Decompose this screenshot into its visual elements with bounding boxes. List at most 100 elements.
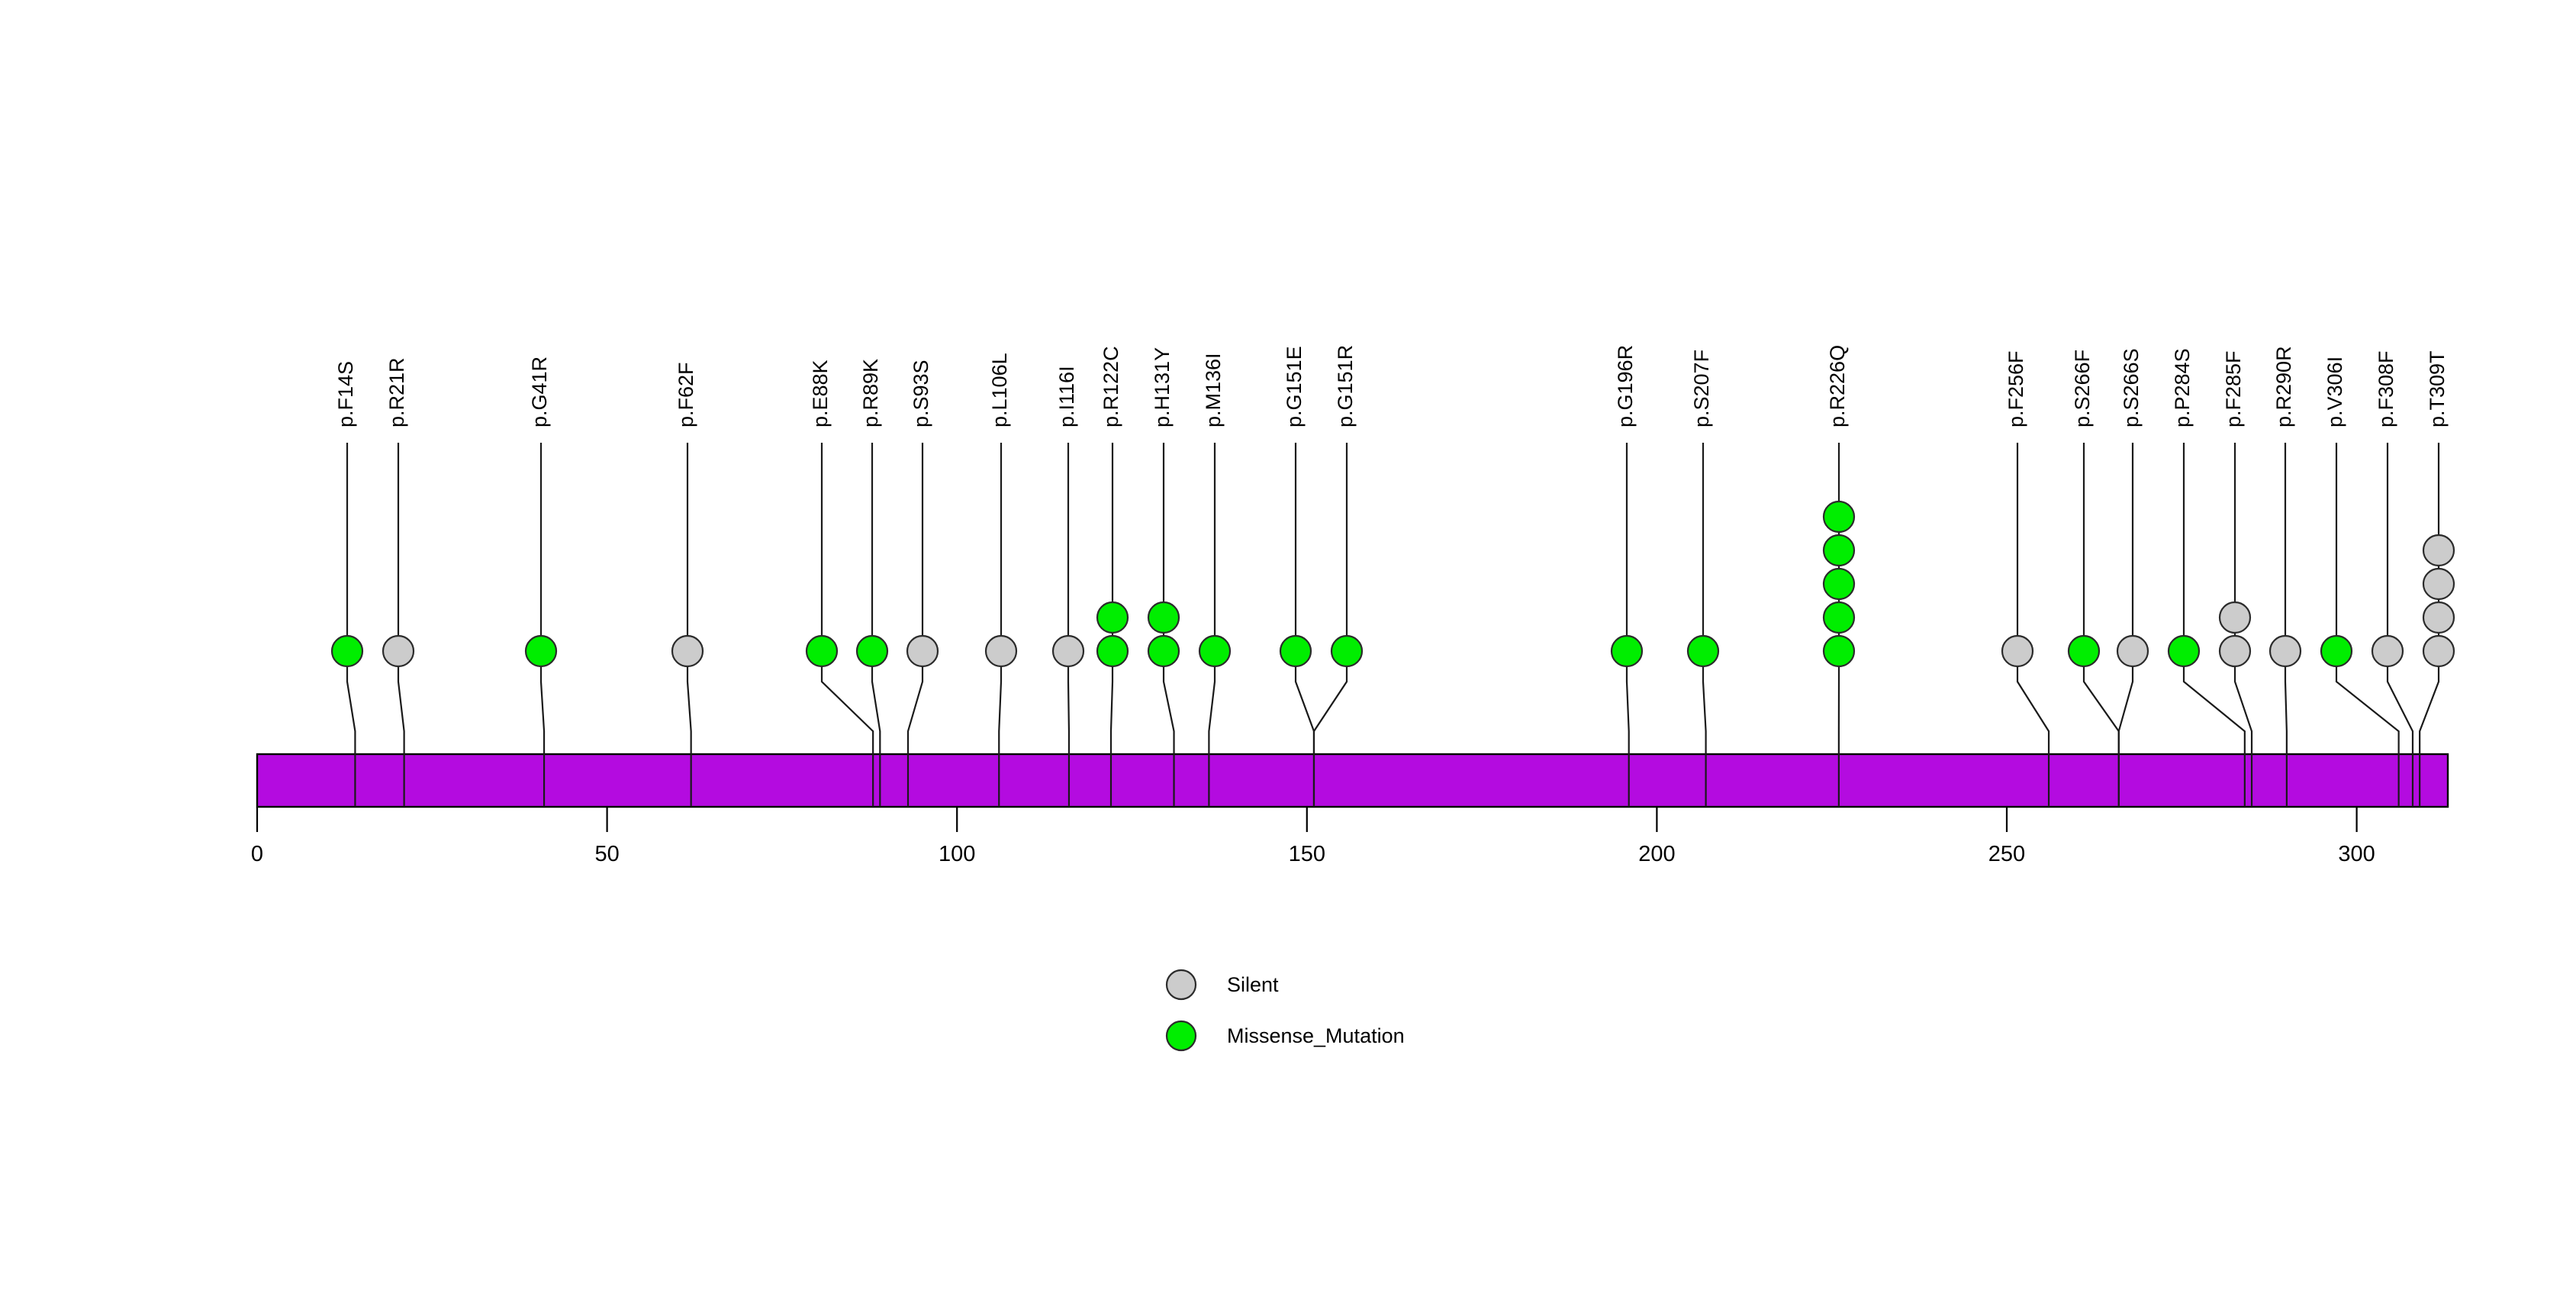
mutation-label: p.R21R — [385, 357, 408, 427]
lollipop-stem — [2117, 443, 2134, 807]
lollipop-stem — [998, 443, 1003, 807]
lollipop-dot[interactable] — [805, 634, 839, 668]
lollipop-dot[interactable] — [1610, 634, 1644, 668]
lollipop-stem — [1625, 443, 1630, 807]
legend-swatch[interactable] — [1165, 1020, 1197, 1052]
lollipop-dot[interactable] — [906, 634, 939, 668]
mutation-label: p.V306I — [2323, 356, 2346, 427]
lollipop-dot[interactable] — [1147, 601, 1180, 634]
mutation-label: p.T309T — [2426, 350, 2449, 427]
lollipop-dot[interactable] — [1686, 634, 1720, 668]
axis-tick-label: 100 — [939, 842, 975, 866]
mutation-label: p.R122C — [1100, 346, 1122, 427]
lollipop-dot[interactable] — [1051, 634, 1085, 668]
mutation-label: p.E88K — [809, 360, 832, 427]
lollipop-dot[interactable] — [2422, 634, 2455, 668]
lollipop-dot[interactable] — [2320, 634, 2353, 668]
lollipop-stem — [539, 443, 546, 807]
mutation-label: p.R89K — [859, 359, 882, 427]
lollipop-dot[interactable] — [2167, 634, 2201, 668]
lollipop-dot[interactable] — [524, 634, 558, 668]
lollipop-stem — [2335, 443, 2400, 807]
mutation-label: p.M136I — [1202, 353, 1225, 427]
lollipop-stem — [2082, 443, 2120, 807]
lollipop-dot[interactable] — [855, 634, 889, 668]
lollipop-stem — [2233, 443, 2253, 807]
lollipop-stem — [871, 443, 881, 807]
lollipop-dot[interactable] — [1822, 534, 1856, 567]
axis-tick-label: 150 — [1289, 842, 1325, 866]
lollipop-dot[interactable] — [2218, 634, 2252, 668]
lollipop-dot[interactable] — [2371, 634, 2404, 668]
mutation-label: p.G151R — [1334, 345, 1357, 427]
lollipop-dot[interactable] — [2422, 601, 2455, 634]
lollipop-dot[interactable] — [1096, 601, 1129, 634]
mutation-label: p.F256F — [2004, 350, 2027, 427]
lollipop-stem — [2386, 443, 2414, 807]
lollipop-dots-group — [330, 500, 2455, 668]
lollipop-dot[interactable] — [2116, 634, 2149, 668]
axis-tick-label: 300 — [2338, 842, 2375, 866]
lollipop-dot[interactable] — [1147, 634, 1180, 668]
lollipop-stem — [2284, 443, 2288, 807]
mutation-label: p.S93S — [910, 360, 932, 427]
lollipop-dot[interactable] — [2268, 634, 2302, 668]
lollipop-dot[interactable] — [671, 634, 704, 668]
mutation-label: p.L106L — [988, 353, 1011, 427]
lollipop-stem — [2182, 443, 2246, 807]
lollipop-dot[interactable] — [2218, 601, 2252, 634]
lollipop-stem — [1702, 443, 1707, 807]
axis-tick-label: 50 — [594, 842, 619, 866]
mutation-label: p.R290R — [2272, 346, 2295, 427]
mutation-label: p.S266F — [2071, 350, 2094, 427]
lollipop-stem — [1312, 443, 1348, 807]
mutation-label: p.F62F — [675, 362, 697, 427]
lollipop-dot[interactable] — [2001, 634, 2034, 668]
x-axis-group: 0 50 100 150 200 250 300 — [251, 807, 2375, 866]
mutation-label: p.S207F — [1690, 350, 1713, 427]
lollipop-dot[interactable] — [1822, 601, 1856, 634]
lollipop-dot[interactable] — [2422, 534, 2455, 567]
lollipop-dot[interactable] — [382, 634, 415, 668]
mutation-label: p.R226Q — [1826, 345, 1849, 427]
lollipop-dot[interactable] — [1330, 634, 1364, 668]
lollipop-stem — [820, 443, 874, 807]
mutation-label: p.F14S — [334, 361, 357, 427]
axis-tick-label: 0 — [251, 842, 263, 866]
lollipop-stem — [906, 443, 924, 807]
lollipop-dot[interactable] — [2067, 634, 2101, 668]
lollipop-dot[interactable] — [330, 634, 364, 668]
lollipop-dot[interactable] — [984, 634, 1018, 668]
lollipop-dot[interactable] — [1822, 500, 1856, 534]
lollipop-stem — [1109, 443, 1114, 807]
lollipop-dot[interactable] — [1279, 634, 1312, 668]
legend-swatch[interactable] — [1165, 969, 1197, 1001]
lollipop-stem — [1067, 443, 1071, 807]
legend-label: Missense_Mutation — [1227, 1024, 1405, 1047]
lollipop-stem — [346, 443, 356, 807]
axis-tick-label: 250 — [1988, 842, 2025, 866]
lollipop-dot[interactable] — [1822, 634, 1856, 668]
protein-bar — [256, 753, 2449, 808]
lollipop-dot[interactable] — [1096, 634, 1129, 668]
lollipop-dot[interactable] — [2422, 567, 2455, 601]
lollipop-stem — [397, 443, 405, 807]
legend-label: Silent — [1227, 973, 1279, 996]
lollipop-dot[interactable] — [1822, 567, 1856, 601]
axis-tick-label: 200 — [1638, 842, 1675, 866]
mutation-label: p.G41R — [528, 356, 551, 427]
protein-domain-bar — [256, 753, 2449, 808]
mutation-label: p.F308F — [2375, 350, 2397, 427]
mutation-label: p.P284S — [2171, 348, 2194, 427]
lollipop-stem — [1294, 443, 1315, 807]
mutation-label: p.I116I — [1055, 366, 1078, 427]
lollipop-dot[interactable] — [1198, 634, 1232, 668]
mutation-label: p.F285F — [2222, 350, 2245, 427]
mutation-labels-group: p.F14S p.R21R p.G41R p.F62F p.E88K p.R89K p.S9… — [334, 345, 2449, 427]
mutation-label: p.S266S — [2120, 348, 2143, 427]
mutation-label: p.G196R — [1614, 345, 1637, 427]
lollipop-stem — [2016, 443, 2050, 807]
